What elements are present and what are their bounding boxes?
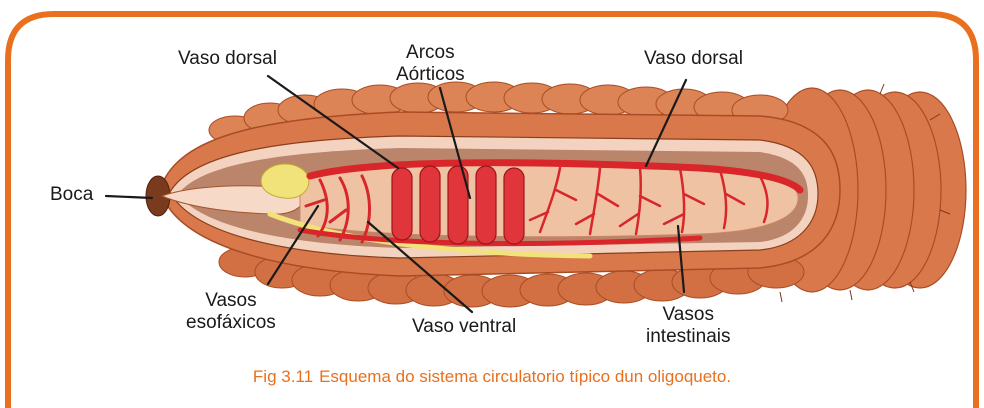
leader-boca xyxy=(106,196,152,198)
label-vasos-esofaxicos: Vasos esofáxicos xyxy=(186,290,276,334)
label-vaso-ventral: Vaso ventral xyxy=(412,316,516,338)
aortic-arches xyxy=(392,166,524,244)
label-vaso-dorsal-right: Vaso dorsal xyxy=(644,48,743,70)
ganglion xyxy=(261,164,309,198)
label-vasos-esof-line1: Vasos xyxy=(186,290,276,312)
label-vasos-int-line2: intestinais xyxy=(646,326,731,348)
label-boca: Boca xyxy=(50,184,93,206)
label-arcos-aorticos: Arcos Aórticos xyxy=(396,42,465,86)
label-arcos-line1: Arcos xyxy=(396,42,465,64)
caption-fig-number: Fig 3.11 xyxy=(253,367,313,386)
earthworm-illustration xyxy=(146,82,966,307)
figure-caption: Fig 3.11 Esquema do sistema circulatorio … xyxy=(0,367,984,387)
label-vasos-intestinais: Vasos intestinais xyxy=(646,304,731,348)
label-vaso-dorsal-left: Vaso dorsal xyxy=(178,48,277,70)
label-vasos-int-line1: Vasos xyxy=(646,304,731,326)
label-vasos-esof-line2: esofáxicos xyxy=(186,312,276,334)
caption-text: Esquema do sistema circulatorio típico d… xyxy=(319,367,731,386)
label-arcos-line2: Aórticos xyxy=(396,64,465,86)
